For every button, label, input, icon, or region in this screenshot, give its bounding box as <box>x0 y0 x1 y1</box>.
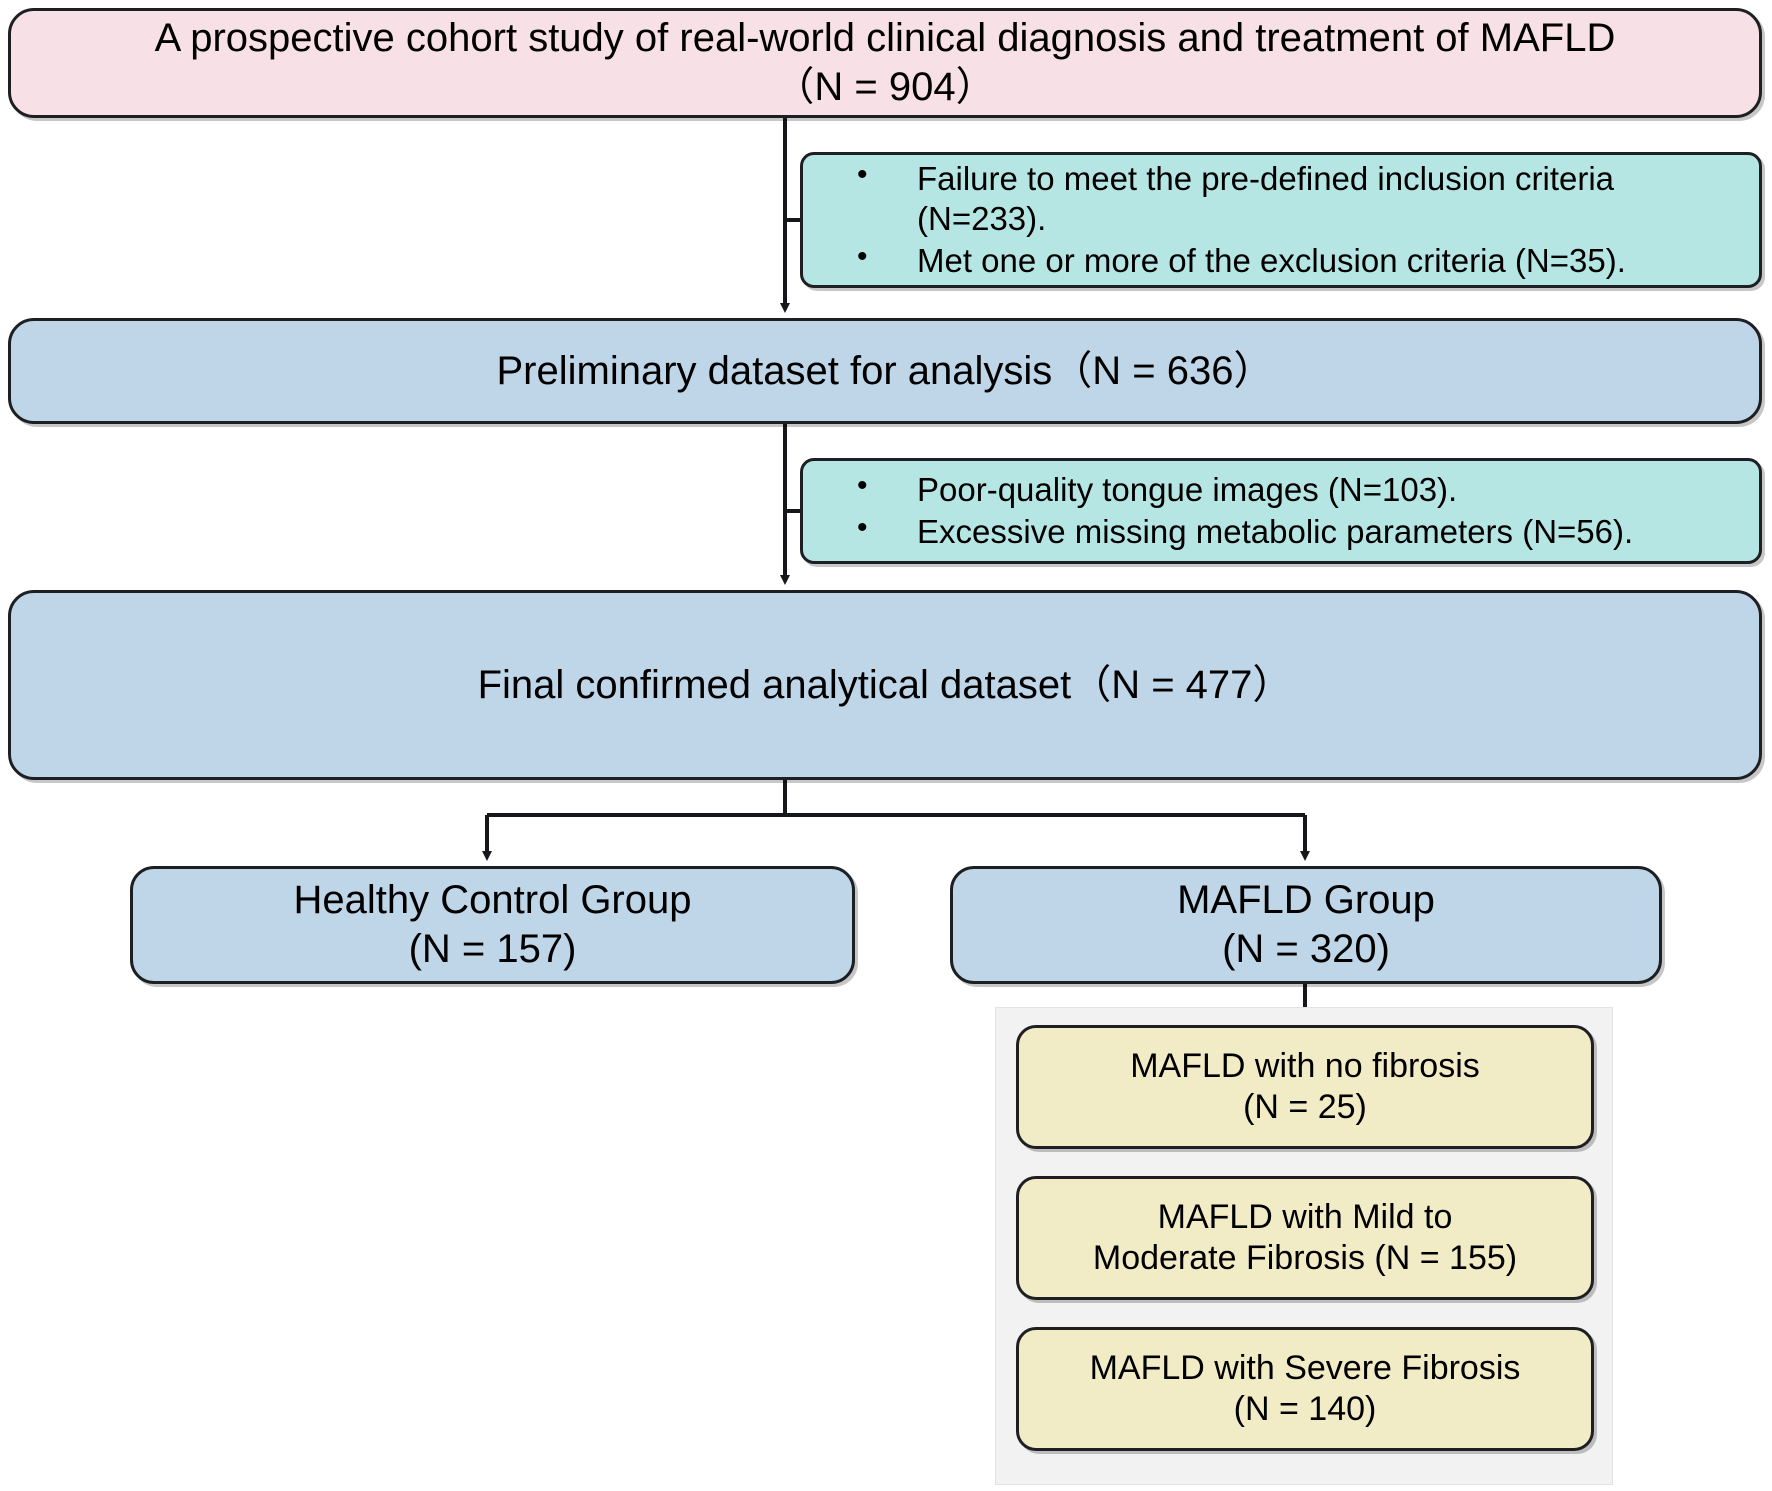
node-final-dataset: Final confirmed analytical dataset（N = 4… <box>8 590 1762 780</box>
mild-fibrosis-count: Moderate Fibrosis (N = 155) <box>1092 1239 1518 1277</box>
exclusion-2-list: Poor-quality tongue images (N=103). Exce… <box>803 468 1759 555</box>
exclusion-2-item: Poor-quality tongue images (N=103). <box>849 468 1745 510</box>
node-exclusion-criteria-1: Failure to meet the pre-defined inclusio… <box>800 152 1762 288</box>
node-mafld-no-fibrosis: MAFLD with no fibrosis (N = 25) <box>1016 1025 1594 1149</box>
severe-fibrosis-label: MAFLD with Severe Fibrosis <box>1089 1348 1521 1387</box>
study-title-line-1: A prospective cohort study of real-world… <box>154 16 1616 61</box>
node-study-title: A prospective cohort study of real-world… <box>8 8 1762 118</box>
mafld-group-count: (N = 320) <box>1222 927 1390 971</box>
exclusion-2-item: Excessive missing metabolic parameters (… <box>849 510 1745 552</box>
node-mafld-group: MAFLD Group (N = 320) <box>950 866 1662 984</box>
node-mafld-mild-moderate-fibrosis: MAFLD with Mild to Moderate Fibrosis (N … <box>1016 1176 1594 1300</box>
node-healthy-control-group: Healthy Control Group (N = 157) <box>130 866 855 984</box>
exclusion-1-item: Failure to meet the pre-defined inclusio… <box>849 157 1745 240</box>
preliminary-dataset-label: Preliminary dataset for analysis（N = 636… <box>496 348 1274 393</box>
study-title-line-2: （N = 904） <box>774 65 996 109</box>
no-fibrosis-count: (N = 25) <box>1243 1088 1367 1126</box>
mild-fibrosis-label: MAFLD with Mild to <box>1157 1197 1453 1236</box>
node-preliminary-dataset: Preliminary dataset for analysis（N = 636… <box>8 318 1762 424</box>
healthy-control-count: (N = 157) <box>408 927 577 971</box>
node-mafld-severe-fibrosis: MAFLD with Severe Fibrosis (N = 140) <box>1016 1327 1594 1451</box>
exclusion-1-list: Failure to meet the pre-defined inclusio… <box>803 157 1759 284</box>
no-fibrosis-label: MAFLD with no fibrosis <box>1130 1046 1480 1085</box>
final-dataset-label: Final confirmed analytical dataset（N = 4… <box>477 662 1293 707</box>
node-exclusion-criteria-2: Poor-quality tongue images (N=103). Exce… <box>800 458 1762 564</box>
exclusion-1-item: Met one or more of the exclusion criteri… <box>849 239 1745 281</box>
healthy-control-label: Healthy Control Group <box>293 878 692 923</box>
severe-fibrosis-count: (N = 140) <box>1233 1390 1377 1428</box>
mafld-group-label: MAFLD Group <box>1177 878 1435 923</box>
